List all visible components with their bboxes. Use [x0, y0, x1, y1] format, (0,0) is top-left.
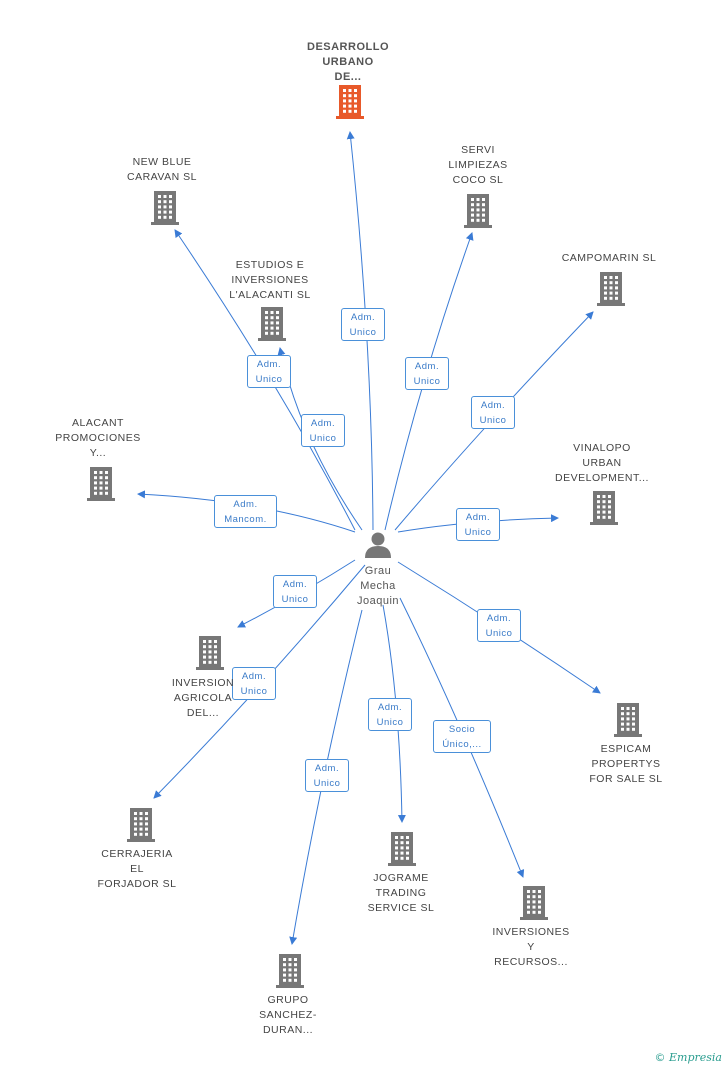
footer-brand[interactable]: © Empresia: [655, 1051, 723, 1064]
company-label-cerrajeria[interactable]: CERRAJERIA EL FORJADOR SL: [97, 848, 177, 890]
building-icon-servi[interactable]: [464, 194, 492, 228]
building-icon-estudios[interactable]: [258, 307, 286, 341]
brand-name: Empresia: [669, 1051, 722, 1064]
building-icon-alacant[interactable]: [87, 467, 115, 501]
relation-badge-vinalopo[interactable]: Adm. Unico: [456, 508, 500, 541]
company-label-grupo[interactable]: GRUPO SANCHEZ- DURAN...: [259, 994, 317, 1036]
building-icon-newblue[interactable]: [151, 191, 179, 225]
company-label-espicam[interactable]: ESPICAM PROPERTYS FOR SALE SL: [589, 743, 663, 785]
building-icon-jograme[interactable]: [388, 832, 416, 866]
relation-badge-inversiones_agricola[interactable]: Adm. Unico: [273, 575, 317, 608]
company-label-alacant[interactable]: ALACANT PROMOCIONES Y...: [55, 417, 141, 459]
relation-badge-cerrajeria[interactable]: Adm. Unico: [232, 667, 276, 700]
building-icon-cerrajeria[interactable]: [127, 808, 155, 842]
company-label-estudios[interactable]: ESTUDIOS E INVERSIONES L'ALACANTI SL: [229, 259, 311, 301]
relation-badge-inversiones_recursos[interactable]: Socio Único,...: [433, 720, 491, 753]
building-icon-espicam[interactable]: [614, 703, 642, 737]
building-icon-campomarin[interactable]: [597, 272, 625, 306]
company-label-jograme[interactable]: JOGRAME TRADING SERVICE SL: [367, 872, 435, 914]
company-label-newblue[interactable]: NEW BLUE CARAVAN SL: [127, 156, 197, 183]
relation-badge-desarrollo[interactable]: Adm. Unico: [341, 308, 385, 341]
company-label-vinalopo[interactable]: VINALOPO URBAN DEVELOPMENT...: [555, 442, 649, 484]
building-icon-vinalopo[interactable]: [590, 491, 618, 525]
relation-badge-estudios[interactable]: Adm. Unico: [301, 414, 345, 447]
building-icon-inversiones_recursos[interactable]: [520, 886, 548, 920]
company-label-campomarin[interactable]: CAMPOMARIN SL: [561, 252, 657, 264]
relation-badge-espicam[interactable]: Adm. Unico: [477, 609, 521, 642]
building-icon-desarrollo[interactable]: [336, 85, 364, 119]
company-label-inversiones_recursos[interactable]: INVERSIONES Y RECURSOS...: [492, 926, 570, 968]
relation-badge-alacant[interactable]: Adm. Mancom.: [214, 495, 277, 528]
person-icon[interactable]: [365, 532, 391, 559]
relation-badge-campomarin[interactable]: Adm. Unico: [471, 396, 515, 429]
building-icon-grupo[interactable]: [276, 954, 304, 988]
person-name[interactable]: Grau Mecha Joaquin: [356, 565, 400, 607]
company-label-servi[interactable]: SERVI LIMPIEZAS COCO SL: [448, 144, 508, 186]
relation-badge-newblue[interactable]: Adm. Unico: [247, 355, 291, 388]
company-label-inversiones_agricola[interactable]: INVERSION AGRICOLA DEL...: [171, 677, 235, 719]
copyright-symbol: ©: [654, 1051, 666, 1064]
relation-badge-grupo[interactable]: Adm. Unico: [305, 759, 349, 792]
building-icon-inversiones_agricola[interactable]: [196, 636, 224, 670]
relation-badge-jograme[interactable]: Adm. Unico: [368, 698, 412, 731]
company-label-desarrollo[interactable]: DESARROLLO URBANO DE...: [307, 41, 389, 83]
relation-badge-servi[interactable]: Adm. Unico: [405, 357, 449, 390]
